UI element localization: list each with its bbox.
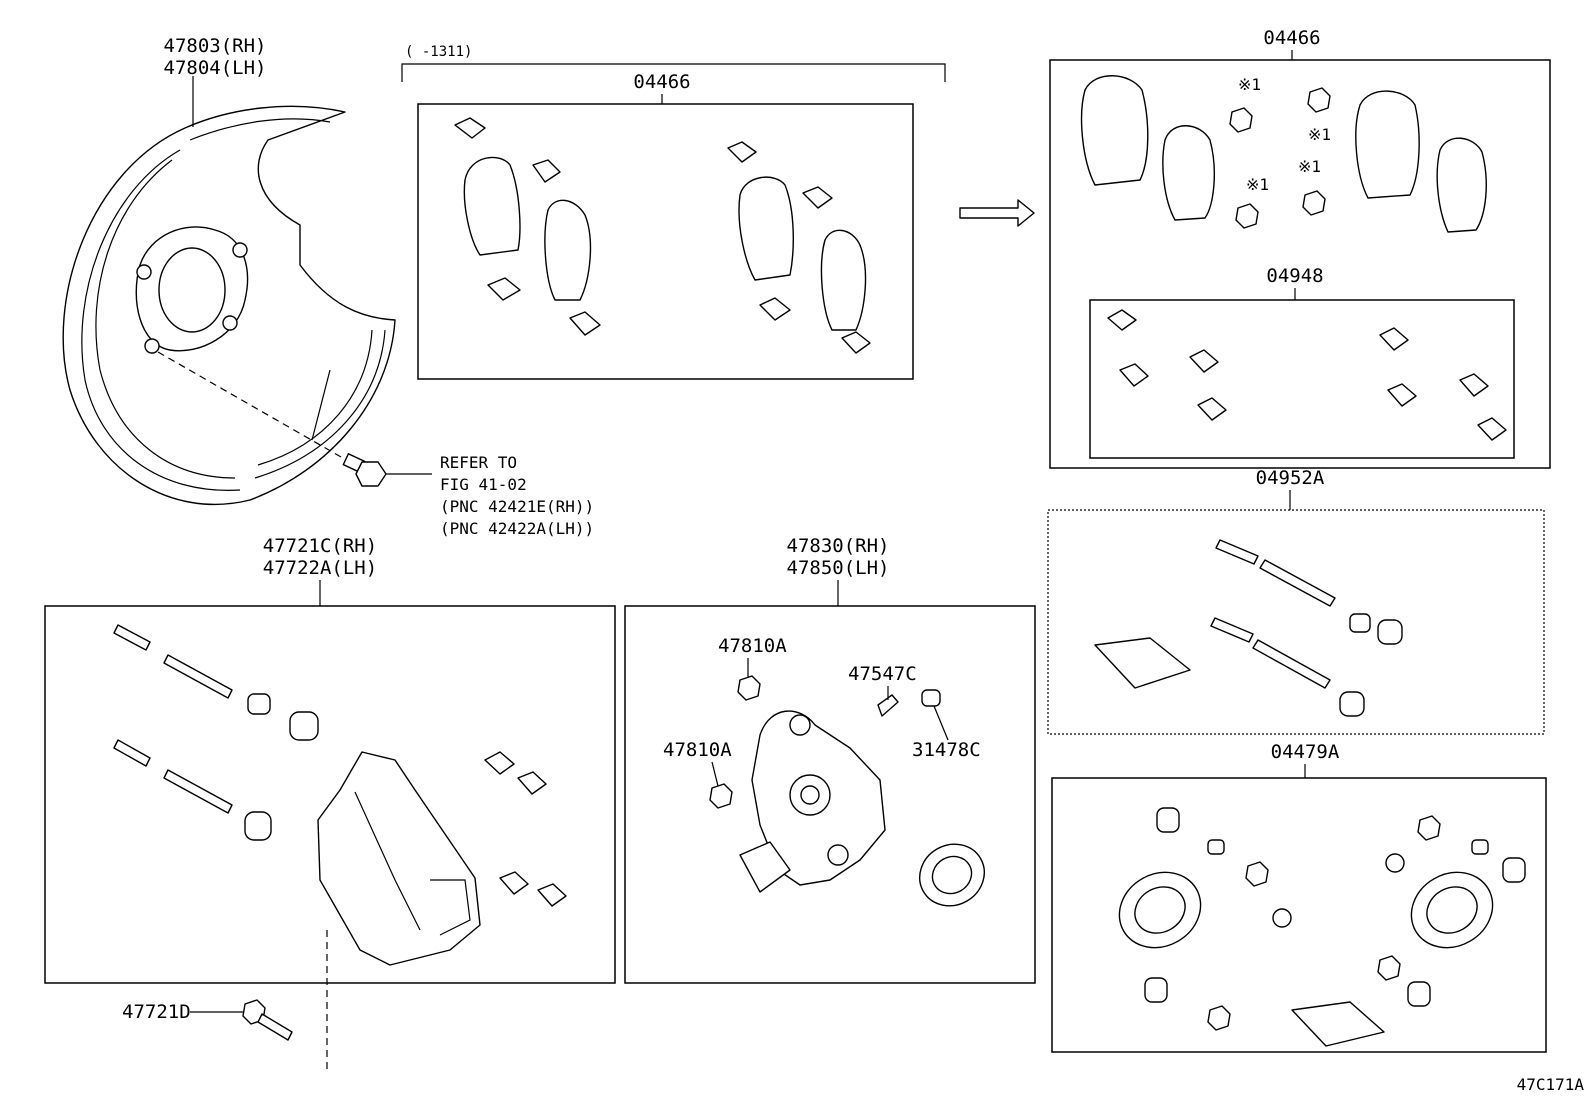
seal-kit-box <box>1051 777 1547 1053</box>
bolt-label: 47721D <box>122 1001 191 1023</box>
seal-kit-parts <box>1118 807 1526 1047</box>
fitting-kit-label: 04948 <box>1266 265 1323 287</box>
note-mark-4: ※1 <box>1298 157 1321 176</box>
dust-shield <box>62 76 432 505</box>
plug-label: 47547C <box>848 663 917 685</box>
caliper-label-lh: 47850(LH) <box>787 557 890 579</box>
mounting-box <box>44 605 616 984</box>
caliper-kit-box <box>1047 509 1545 735</box>
mounting-parts <box>113 624 567 1072</box>
shield-label-lh: 47804(LH) <box>164 57 267 79</box>
caliper-label-rh: 47830(RH) <box>787 535 890 557</box>
bleeder-label-a: 47810A <box>718 635 787 657</box>
caliper-parts <box>709 675 985 907</box>
refer-note-3: (PNC 42421E(RH)) <box>440 497 594 516</box>
fitting-kit-parts <box>1107 309 1507 441</box>
mounting-label-rh: 47721C(RH) <box>263 535 377 557</box>
kit-new-box <box>1049 59 1551 469</box>
cap-label: 31478C <box>912 739 981 761</box>
bleeder-label-b: 47810A <box>663 739 732 761</box>
seal-kit-label: 04479A <box>1271 741 1340 763</box>
mounting-label-lh: 47722A(LH) <box>263 557 377 579</box>
refer-note-4: (PNC 42422A(LH)) <box>440 519 594 538</box>
note-mark-1: ※1 <box>1238 75 1261 94</box>
kit-old-box <box>417 103 914 380</box>
kit-new-parts <box>1080 75 1487 233</box>
shield-label-rh: 47803(RH) <box>164 35 267 57</box>
caliper-kit-label: 04952A <box>1256 467 1325 489</box>
note-mark-2: ※1 <box>1308 125 1331 144</box>
caliper-kit-parts <box>1094 539 1403 717</box>
kit-old-label: 04466 <box>633 71 690 93</box>
figure-code: 47C171A <box>1517 1075 1585 1094</box>
refer-note-2: FIG 41-02 <box>440 475 527 494</box>
bolt-part <box>242 999 293 1041</box>
caliper-box <box>624 605 1036 984</box>
kit-new-label: 04466 <box>1263 27 1320 49</box>
arrow-icon <box>959 199 1035 227</box>
note-mark-3: ※1 <box>1246 175 1269 194</box>
shield-bolt <box>342 453 387 487</box>
kit-old-parts <box>454 117 871 354</box>
fitting-kit-box <box>1089 299 1515 459</box>
date-bracket <box>401 63 946 82</box>
refer-note-1: REFER TO <box>440 453 517 472</box>
date-range: ( -1311) <box>405 44 472 60</box>
